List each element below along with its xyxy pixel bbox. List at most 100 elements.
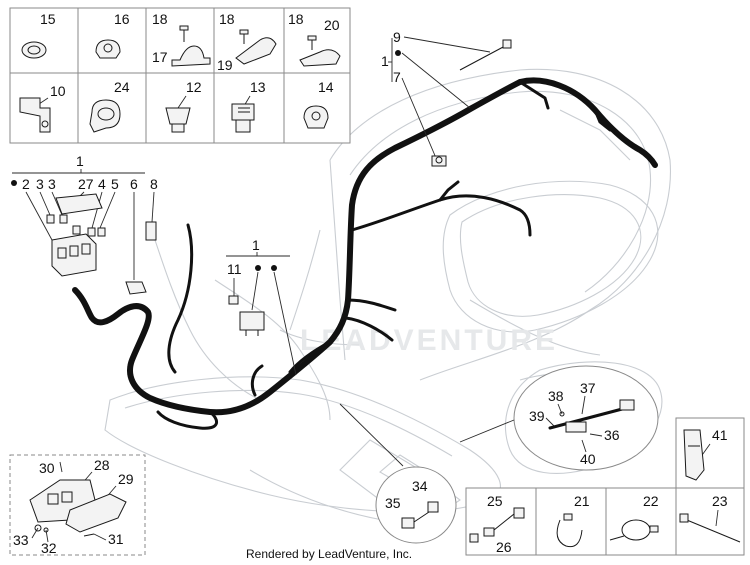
lock-cover-icon <box>65 493 127 533</box>
callout-10: 10 <box>50 83 66 99</box>
connector-block-icon <box>231 103 255 133</box>
part-box-23[interactable]: 23 <box>675 487 745 556</box>
small-fuse-icon <box>228 295 239 305</box>
footer-credit: Rendered by LeadVenture, Inc. <box>246 547 412 561</box>
part-box-13[interactable]: 13 <box>213 72 285 144</box>
callout-18c: 18 <box>288 11 304 27</box>
watermark-text: LEADVENTURE <box>300 324 558 357</box>
cable-group-36-40[interactable]: 38 37 39 36 40 <box>459 365 659 471</box>
part-box-16[interactable]: 16 <box>77 7 147 74</box>
extension-cable-icon <box>548 399 635 433</box>
callout-29: 29 <box>118 471 134 487</box>
bottom-part-boxes: 34 35 25 26 21 <box>339 403 745 556</box>
part-box-22[interactable]: 22 <box>605 487 677 556</box>
part-box-17-18[interactable]: 18 17 <box>145 7 215 74</box>
part-box-41[interactable]: 41 <box>675 417 745 489</box>
part-box-10[interactable]: 10 <box>9 72 79 144</box>
callout-18b: 18 <box>219 11 235 27</box>
callout-4: 4 <box>98 176 106 192</box>
callout-21: 21 <box>574 493 590 509</box>
screw-icon-2 <box>239 29 249 44</box>
callout-39: 39 <box>529 408 545 424</box>
ignition-lock-group[interactable]: 30 28 29 33 32 31 <box>9 454 146 556</box>
callout-41: 41 <box>712 427 728 443</box>
part-box-18-20[interactable]: 18 20 <box>283 7 351 74</box>
callout-1-top: 1 <box>381 53 389 69</box>
callout-6: 6 <box>130 176 138 192</box>
cable-tie-clip-icon <box>303 105 329 129</box>
callout-5: 5 <box>111 176 119 192</box>
relay-group[interactable]: 1 11 <box>226 237 297 376</box>
screw-icon-3 <box>307 35 317 50</box>
callout-11: 11 <box>227 261 242 277</box>
callout-25: 25 <box>487 493 503 509</box>
callout-12: 12 <box>186 79 202 95</box>
hose-clamp-icon <box>89 99 121 133</box>
screw-icon <box>179 25 189 42</box>
callout-9: 9 <box>393 29 401 45</box>
cable-clip-icon <box>95 39 121 59</box>
cable-tie-21-icon <box>556 513 583 548</box>
clip-7-icon <box>431 155 447 167</box>
part-box-12[interactable]: 12 <box>145 72 215 144</box>
callout-27: 27 <box>78 176 94 192</box>
callout-14: 14 <box>318 79 334 95</box>
callout-19: 19 <box>217 57 233 73</box>
callout-34: 34 <box>412 478 428 494</box>
part-box-15[interactable]: 15 <box>9 7 79 74</box>
double-clamp-icon <box>235 37 277 65</box>
clip-6-icon <box>125 281 147 295</box>
callout-2: 2 <box>22 176 30 192</box>
fuse-box-icon <box>51 233 97 277</box>
rubber-boot-41-icon <box>683 429 705 481</box>
callout-3a: 3 <box>36 176 44 192</box>
clip-8-icon <box>145 221 157 241</box>
callout-40: 40 <box>580 451 596 467</box>
callout-18a: 18 <box>152 11 168 27</box>
callout-group-9-1-7[interactable]: 9 1 7 <box>381 29 512 167</box>
clamp-ring-icon <box>21 41 47 59</box>
callout-38: 38 <box>548 388 564 404</box>
callout-26: 26 <box>496 539 512 555</box>
callout-23: 23 <box>712 493 728 509</box>
wiring-harness <box>72 77 658 430</box>
mounting-bracket-icon <box>19 97 51 133</box>
tie-wrap-23-icon <box>679 513 741 543</box>
fuse-box-group[interactable]: 1 2 3 3 27 4 5 6 8 <box>11 153 158 295</box>
callout-17: 17 <box>152 49 168 65</box>
callout-22: 22 <box>643 493 659 509</box>
part-box-25-26[interactable]: 25 26 <box>465 487 537 556</box>
push-clip-icon <box>165 107 191 133</box>
callout-33: 33 <box>13 532 29 548</box>
part-box-18-19[interactable]: 18 19 <box>213 7 285 74</box>
connector-34-icon <box>401 501 439 529</box>
callout-28: 28 <box>94 457 110 473</box>
callout-24: 24 <box>114 79 130 95</box>
callout-3b: 3 <box>48 176 56 192</box>
callout-8: 8 <box>150 176 158 192</box>
callout-37: 37 <box>580 380 596 396</box>
fuse-box-cover-icon <box>55 193 103 215</box>
top-part-boxes: 15 16 18 17 <box>9 7 351 144</box>
callout-35: 35 <box>385 495 401 511</box>
part-box-21[interactable]: 21 <box>535 487 607 556</box>
callout-7: 7 <box>393 69 401 85</box>
part-box-34-35[interactable]: 34 35 <box>339 403 457 544</box>
cable-loop-22-icon <box>609 519 659 541</box>
part-box-24[interactable]: 24 <box>77 72 147 144</box>
fuse-icons <box>46 214 106 237</box>
callout-30: 30 <box>39 460 55 476</box>
connector-25-icon <box>469 507 525 543</box>
callout-31: 31 <box>108 531 124 547</box>
screws-icon <box>34 524 95 537</box>
callout-13: 13 <box>250 79 266 95</box>
callout-36: 36 <box>604 427 620 443</box>
saddle-clamp-icon <box>171 45 211 67</box>
callout-32: 32 <box>41 540 57 556</box>
part-box-14[interactable]: 14 <box>283 72 351 144</box>
callout-15: 15 <box>40 11 56 27</box>
callout-20: 20 <box>324 17 340 33</box>
bracket-clamp-icon <box>299 49 341 67</box>
callout-1-relay: 1 <box>252 237 260 253</box>
